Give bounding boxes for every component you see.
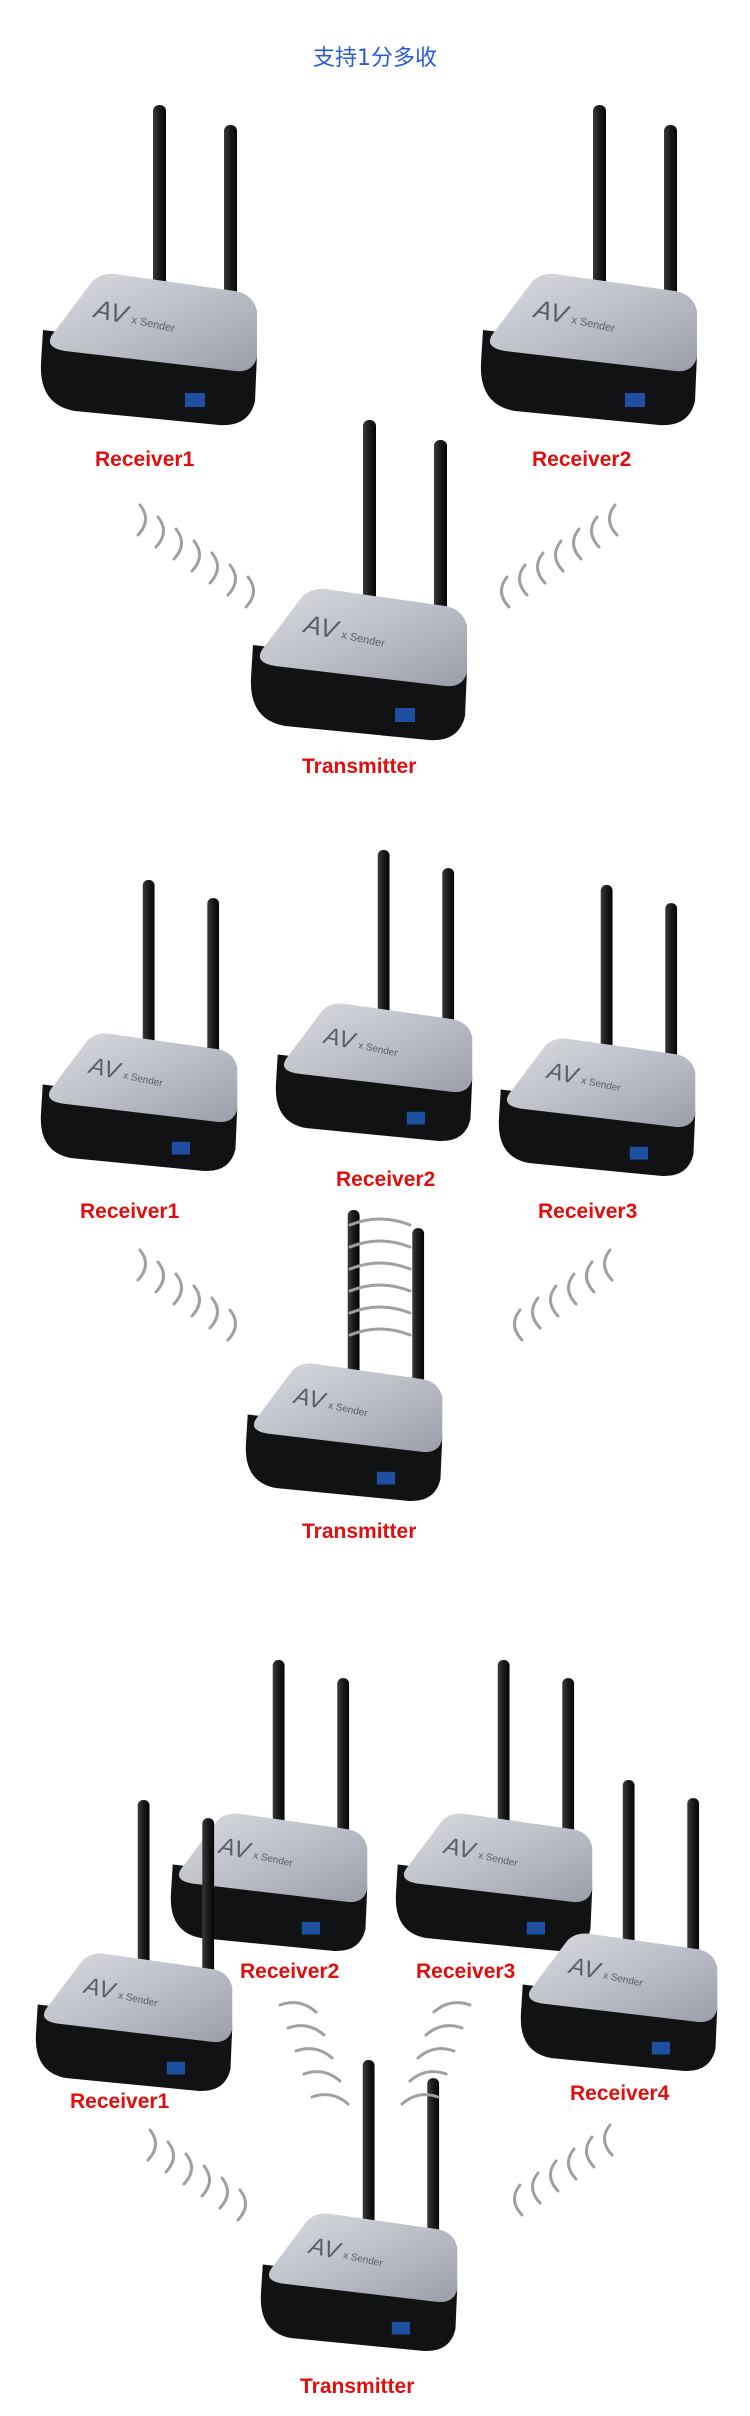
receiver-device-2 [460,105,720,435]
signal-waves-center-left [278,2001,350,2106]
receiver-device-2 [255,850,495,1150]
transmitter-label: Transmitter [302,755,417,778]
page-title: 支持1分多收 [313,46,437,71]
receiver-label: Receiver1 [70,2090,170,2113]
receiver-device-1 [15,1800,255,2100]
receiver-label: Receiver2 [532,448,632,471]
receiver-device-4 [500,1780,740,2080]
signal-waves-right [500,503,619,609]
receiver-device-3 [478,885,718,1185]
receiver-device-1 [20,105,280,435]
signal-waves-left [136,1248,237,1342]
receiver-label: Receiver2 [336,1168,436,1191]
signal-waves-right [513,1248,614,1342]
diagram-2: Receiver1 Receiver2 Receiver3 Transmitte… [0,820,750,1560]
diagram-1: Receiver1 Receiver2 Transmitter [0,0,750,790]
transmitter-label: Transmitter [302,1520,417,1543]
receiver-label: Receiver4 [570,2082,670,2105]
receiver-label: Receiver3 [416,1960,516,1983]
signal-waves-left [146,2128,247,2222]
signal-waves-center-right [400,2001,472,2106]
receiver-label: Receiver1 [80,1200,180,1223]
transmitter-label: Transmitter [300,2375,415,2398]
diagram-3: Receiver1 Receiver2 Receiver3 Receiver4 … [0,1590,750,2416]
signal-waves-center [348,1217,412,1337]
receiver-device-1 [20,880,260,1180]
receiver-label: Receiver3 [538,1200,638,1223]
signal-waves-right [513,2123,614,2217]
signal-waves-left [136,503,255,609]
receiver-label: Receiver1 [95,448,195,471]
receiver-label: Receiver2 [240,1960,340,1983]
